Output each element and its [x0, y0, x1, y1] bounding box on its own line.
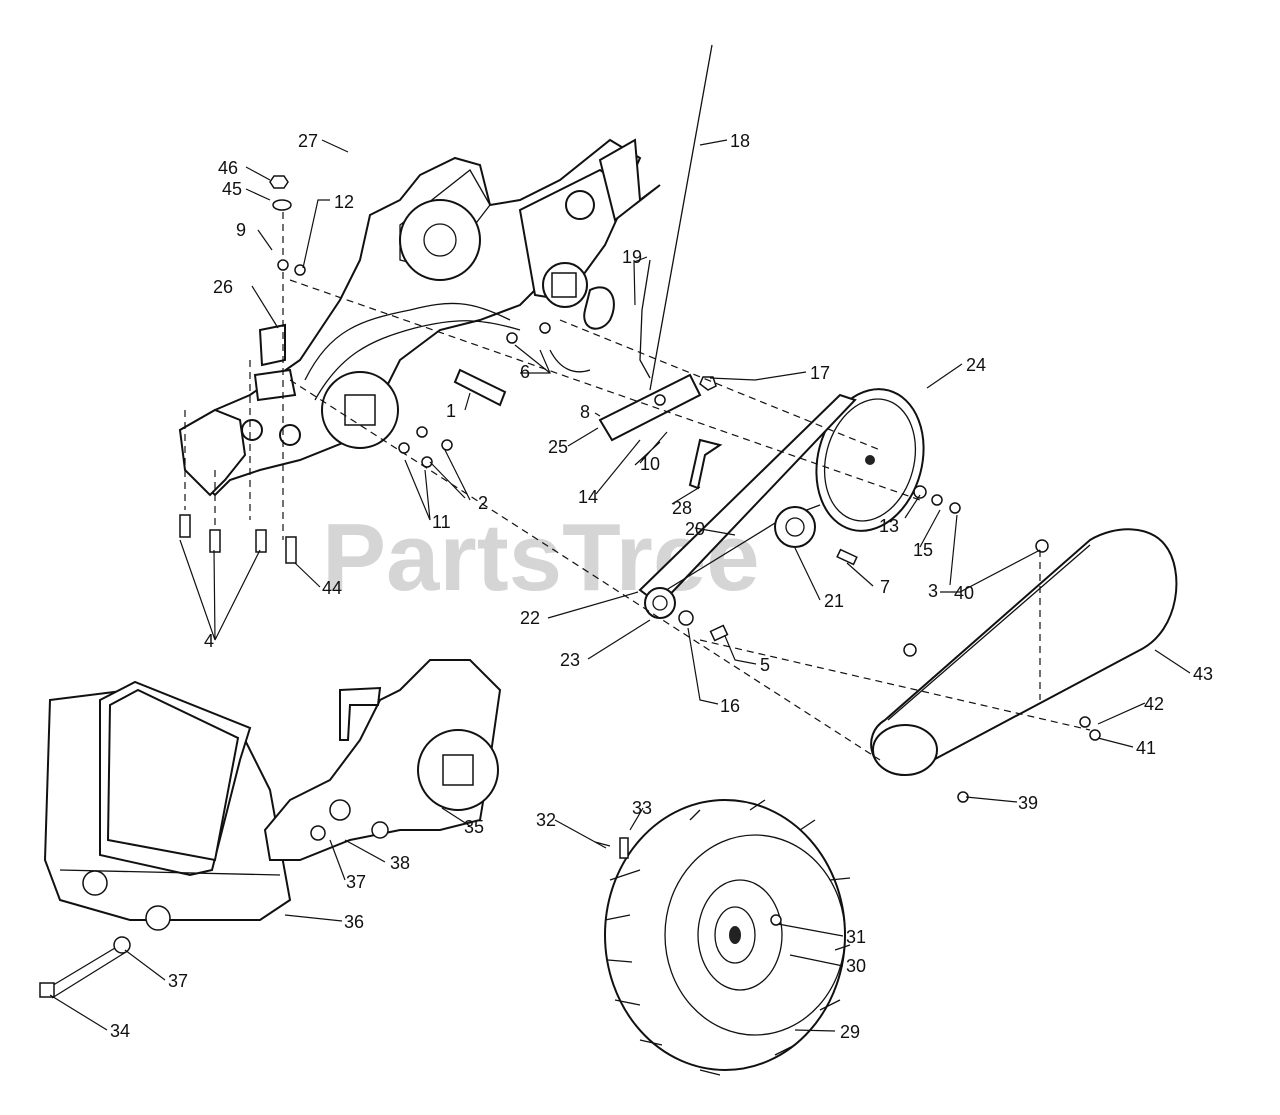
callout-42: 42 — [1144, 694, 1164, 714]
callout-3: 3 — [928, 581, 938, 601]
callout-39: 39 — [1018, 793, 1038, 813]
callout-38: 38 — [390, 853, 410, 873]
callout-4: 4 — [204, 631, 214, 651]
callout-24: 24 — [966, 355, 986, 375]
callout-32: 32 — [536, 810, 556, 830]
belt-cover — [870, 528, 1178, 803]
callout-25: 25 — [548, 437, 568, 457]
callout-20: 20 — [685, 519, 705, 539]
callout-37: 37 — [346, 872, 366, 892]
callout-labels: 1 2 3 4 5 6 7 8 9 10 11 12 13 14 15 16 1… — [110, 131, 1213, 1042]
callout-1: 1 — [446, 401, 456, 421]
callout-6: 6 — [520, 362, 530, 382]
callout-23: 23 — [560, 650, 580, 670]
callout-21: 21 — [824, 591, 844, 611]
callout-31: 31 — [846, 927, 866, 947]
tine-housing-frame — [178, 138, 661, 497]
lower-frame-detail — [263, 659, 502, 861]
callout-17: 17 — [810, 363, 830, 383]
callout-19: 19 — [622, 247, 642, 267]
callout-7: 7 — [880, 577, 890, 597]
assembly-lines — [184, 200, 1091, 761]
callout-44: 44 — [322, 578, 342, 598]
callout-43: 43 — [1193, 664, 1213, 684]
front-bumper-assembly — [39, 680, 292, 999]
callout-11: 11 — [432, 512, 451, 532]
callout-28: 28 — [672, 498, 692, 518]
callout-16: 16 — [720, 696, 740, 716]
callout-41: 41 — [1136, 738, 1156, 758]
wheel-assembly — [594, 799, 851, 1076]
callout-9: 9 — [236, 220, 246, 240]
callout-26: 26 — [213, 277, 233, 297]
callout-33: 33 — [632, 798, 652, 818]
callout-30: 30 — [846, 956, 866, 976]
callout-36: 36 — [344, 912, 364, 932]
callout-10: 10 — [640, 454, 660, 474]
callout-12: 12 — [334, 192, 354, 212]
callout-14: 14 — [578, 487, 598, 507]
callout-18: 18 — [730, 131, 750, 151]
callout-15: 15 — [913, 540, 933, 560]
callout-34: 34 — [110, 1021, 130, 1041]
leader-lines — [49, 139, 1191, 1032]
callout-40: 40 — [954, 583, 974, 603]
belt-and-pulleys — [638, 388, 925, 642]
control-rod-assembly — [453, 44, 723, 490]
callout-45: 45 — [222, 179, 242, 199]
hardware — [179, 175, 1101, 741]
callout-35: 35 — [464, 817, 484, 837]
callout-8: 8 — [580, 402, 590, 422]
callout-27: 27 — [298, 131, 318, 151]
callout-13: 13 — [879, 516, 899, 536]
callout-29: 29 — [840, 1022, 860, 1042]
callout-22: 22 — [520, 608, 540, 628]
callout-46: 46 — [218, 158, 238, 178]
callout-37-bottom: 37 — [168, 971, 188, 991]
callout-2: 2 — [478, 493, 488, 513]
callout-5: 5 — [760, 655, 770, 675]
